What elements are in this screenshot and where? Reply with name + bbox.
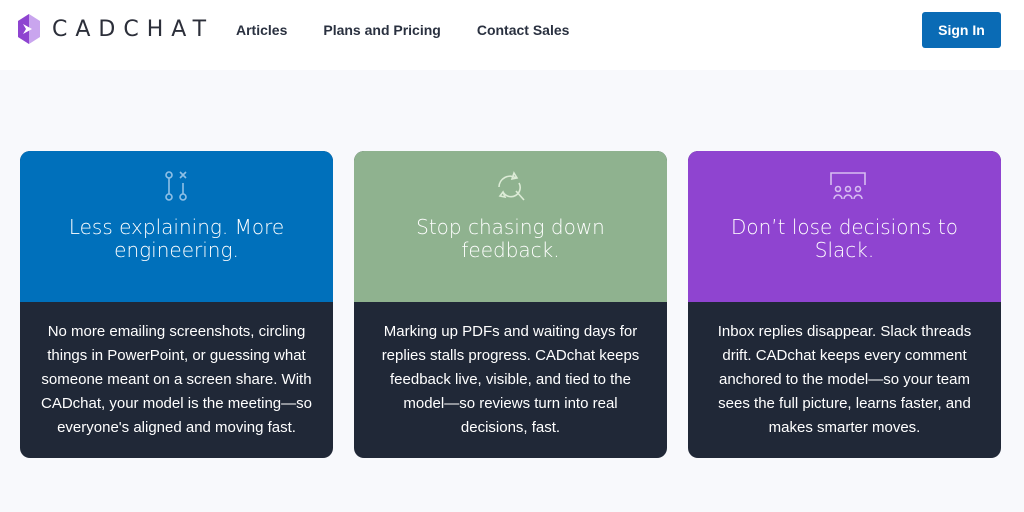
refresh-search-icon [498, 171, 525, 201]
feature-card: Don’t lose decisions to Slack. Inbox rep… [688, 151, 1001, 458]
logo-icon [18, 14, 40, 44]
feature-card: Less explaining. More engineering. No mo… [20, 151, 333, 458]
card-body: Marking up PDFs and waiting days for rep… [381, 323, 640, 436]
card-body: Inbox replies disappear. Slack threads d… [717, 323, 972, 436]
card-title: Less explaining. More engineering. [68, 215, 285, 262]
nav-articles[interactable]: Articles [236, 22, 288, 38]
card-title: Don’t lose decisions to Slack. [730, 215, 959, 262]
feature-card: Stop chasing down feedback. Marking up P… [354, 151, 667, 458]
nav-plans-pricing[interactable]: Plans and Pricing [323, 22, 441, 38]
top-nav: CADCHAT Articles Plans and Pricing Conta… [0, 0, 1024, 70]
nav-contact-sales[interactable]: Contact Sales [476, 22, 570, 38]
presentation-users-icon [830, 172, 866, 200]
logo[interactable]: CADCHAT [18, 14, 214, 44]
card-body: No more emailing screenshots, circling t… [41, 323, 312, 436]
git-compare-icon [165, 171, 187, 201]
brand-name: CADCHAT [52, 16, 215, 42]
card-title: Stop chasing down feedback. [416, 215, 605, 262]
sign-in-button[interactable]: Sign In [922, 12, 1001, 48]
